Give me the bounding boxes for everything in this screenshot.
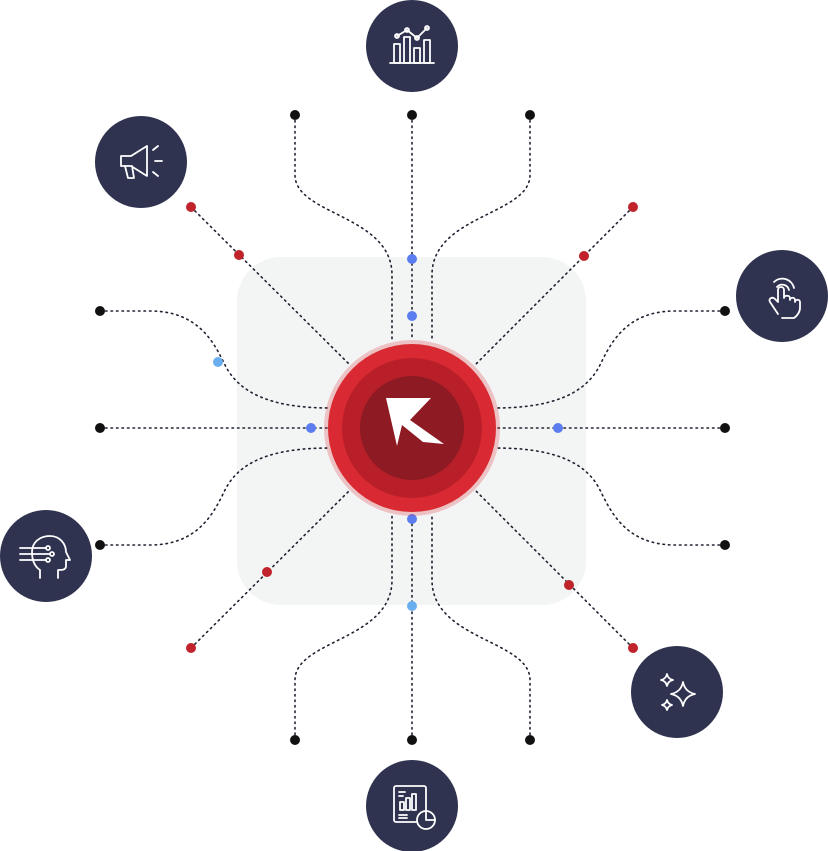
- connector-left-top: [99, 310, 331, 409]
- analytics-chart-icon[interactable]: [366, 0, 458, 92]
- dot-endpoint: [720, 540, 730, 550]
- ai-head-icon[interactable]: [0, 510, 92, 602]
- dot-red: [262, 567, 272, 577]
- red-dots: [186, 202, 638, 653]
- dot-red: [628, 643, 638, 653]
- dot-red: [579, 251, 589, 261]
- connector-right-bottom: [494, 447, 726, 546]
- dot-blue: [407, 514, 417, 524]
- dot-endpoint: [407, 110, 417, 120]
- connector-diag-bottom-right: [474, 489, 634, 649]
- connector-right-top: [494, 310, 726, 409]
- connector-bottom-left: [294, 514, 393, 741]
- connector-top-left: [294, 114, 393, 341]
- connector-top-right: [431, 114, 531, 341]
- megaphone-icon[interactable]: [95, 116, 187, 208]
- dot-endpoint: [525, 110, 535, 120]
- sparkles-icon[interactable]: [631, 646, 723, 738]
- dot-endpoint: [290, 735, 300, 745]
- dot-blue: [213, 357, 223, 367]
- central-hub[interactable]: [324, 340, 500, 516]
- dot-red: [564, 580, 574, 590]
- connector-bottom-right: [431, 514, 531, 741]
- dot-endpoint: [720, 423, 730, 433]
- dot-red: [234, 250, 244, 260]
- dot-red: [628, 202, 638, 212]
- dot-blue: [306, 423, 316, 433]
- dot-endpoint: [95, 540, 105, 550]
- dot-endpoint: [290, 110, 300, 120]
- dot-endpoint: [720, 306, 730, 316]
- dot-endpoint: [95, 306, 105, 316]
- dot-blue: [407, 311, 417, 321]
- dot-endpoint: [407, 735, 417, 745]
- touch-hand-icon[interactable]: [736, 250, 828, 342]
- connector-left-bottom: [99, 447, 331, 546]
- arrow-k-logo: [386, 398, 444, 446]
- dot-red: [186, 202, 196, 212]
- dot-blue: [407, 254, 417, 264]
- dot-endpoint: [95, 423, 105, 433]
- connector-diag-top-right: [474, 206, 634, 366]
- dot-blue: [407, 601, 417, 611]
- dot-endpoint: [525, 735, 535, 745]
- dot-red: [186, 643, 196, 653]
- dot-blue: [553, 423, 563, 433]
- blue-dots: [213, 254, 563, 611]
- endpoint-dots: [95, 110, 730, 745]
- connector-diag-top-left: [190, 206, 351, 366]
- report-dashboard-icon[interactable]: [366, 760, 458, 851]
